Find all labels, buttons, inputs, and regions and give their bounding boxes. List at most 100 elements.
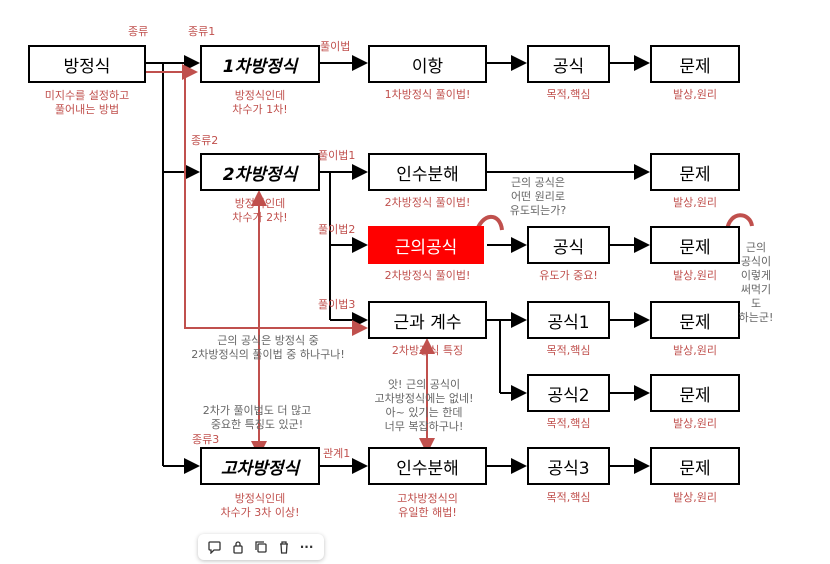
note-fact-b-desc-2: 유일한 해법! (398, 506, 457, 519)
note-higher-desc: 방정식인데 차수가 3차 이상! (192, 492, 328, 520)
comment-add-icon[interactable] (206, 538, 224, 556)
note-quad-desc-2: 차수가 2차! (232, 211, 288, 224)
comment-root-one-of-2: 2차방정식의 풀이법 중 하나구나! (191, 348, 345, 361)
edge-label-solve2: 풀이법2 (318, 223, 356, 236)
selection-toolbar: ··· (198, 534, 324, 560)
comment-derivation-question-1: 근의 공식은 (510, 176, 566, 189)
edge-label-solve: 풀이법 (320, 40, 351, 53)
note-linear-desc: 방정식인데 차수가 1차! (200, 89, 320, 117)
formula3-label: 공식3 (547, 458, 590, 479)
note-purpose-core-2: 목적,핵심 (546, 344, 591, 357)
note-equation-desc-1: 미지수를 설정하고 (44, 89, 130, 102)
comment-derivation-question: 근의 공식은 어떤 원리로 유도되는가? (496, 176, 580, 218)
problem-label-e: 문제 (679, 385, 711, 406)
formula-label-b: 공식 (552, 237, 585, 258)
problem-node-a[interactable]: 문제 (650, 45, 740, 83)
comment-wow-3: 아~ 있기는 한데 (385, 406, 463, 419)
factorization-node-a[interactable]: 인수분해 (368, 153, 487, 191)
comment-side-5: 도 (750, 297, 762, 310)
quadratic-equation-node[interactable]: 2차방정식 (200, 153, 320, 191)
note-purpose-core-4: 목적,핵심 (546, 491, 591, 504)
edge-label-type2: 종류2 (191, 134, 219, 147)
note-idea-5: 발상,원리 (673, 417, 717, 430)
note-fact-b-desc-1: 고차방정식의 (397, 492, 458, 505)
edge-label-solve3: 풀이법3 (318, 298, 356, 311)
note-purpose-core-1: 목적,핵심 (546, 88, 591, 101)
comment-derivation-question-2: 어떤 원리로 (510, 190, 566, 203)
comment-more-2: 중요한 특징도 있군! (210, 418, 304, 431)
more-icon-glyph: ··· (299, 540, 314, 554)
problem-node-e[interactable]: 문제 (650, 374, 740, 412)
formula1-node[interactable]: 공식1 (527, 301, 610, 339)
note-linear-desc-2: 차수가 1차! (232, 103, 288, 116)
quadratic-equation-label: 2차방정식 (222, 164, 298, 185)
formula3-node[interactable]: 공식3 (527, 447, 610, 485)
note-idea-1: 발상,원리 (673, 88, 717, 101)
comment-quadratic-more: 2차가 풀이법도 더 많고 중요한 특징도 있군! (186, 404, 328, 432)
problem-label-c: 문제 (679, 237, 711, 258)
formula2-node[interactable]: 공식2 (527, 374, 610, 412)
problem-node-d[interactable]: 문제 (650, 301, 740, 339)
trash-icon[interactable] (275, 538, 293, 556)
linear-equation-node[interactable]: 1차방정식 (200, 45, 320, 83)
root-formula-label: 근의공식 (394, 237, 458, 258)
note-higher-desc-2: 차수가 3차 이상! (220, 506, 300, 519)
comment-side-2: 공식이 (740, 255, 772, 268)
comment-side-6: 하는군! (738, 311, 774, 324)
equation-node[interactable]: 방정식 (28, 45, 146, 83)
note-idea-6: 발상,원리 (673, 491, 717, 504)
comment-wow-2: 고차방정식에는 없네! (374, 392, 474, 405)
note-transpose-desc: 1차방정식 풀이법! (384, 88, 471, 101)
comment-wow-1: 앗! 근의 공식이 (387, 378, 461, 391)
higher-equation-label: 고차방정식 (220, 458, 300, 479)
linear-equation-label: 1차방정식 (222, 56, 298, 77)
note-root-formula-desc: 2차방정식 풀이법! (384, 269, 471, 282)
formula-label-a: 공식 (552, 56, 585, 77)
root-formula-node[interactable]: 근의공식 (368, 226, 484, 264)
factorization-label-a: 인수분해 (396, 164, 459, 185)
comment-side-4: 써먹기 (740, 283, 772, 296)
formula2-label: 공식2 (547, 385, 590, 406)
problem-node-c[interactable]: 문제 (650, 226, 740, 264)
note-roots-coeff-desc: 2차방정식 특징 (391, 344, 464, 357)
duplicate-icon[interactable] (252, 538, 270, 556)
note-idea-3: 발상,원리 (673, 269, 717, 282)
note-fact-b-desc: 고차방정식의 유일한 해법! (368, 492, 487, 520)
comment-side-3: 이렇게 (740, 269, 772, 282)
edge-label-type3: 종류3 (192, 433, 220, 446)
edge-label-relation1: 관계1 (323, 447, 351, 460)
note-higher-desc-1: 방정식인데 (234, 492, 286, 505)
formula-node-a[interactable]: 공식 (527, 45, 610, 83)
note-fact-a-desc: 2차방정식 풀이법! (384, 196, 471, 209)
comment-more-1: 2차가 풀이법도 더 많고 (202, 404, 312, 417)
equation-label: 방정식 (63, 56, 111, 77)
comment-higher-no-formula: 앗! 근의 공식이 고차방정식에는 없네! 아~ 있기는 한데 너무 복잡하구나… (360, 378, 488, 434)
more-icon[interactable]: ··· (298, 538, 316, 556)
note-quad-desc: 방정식인데 차수가 2차! (200, 197, 320, 225)
problem-label-f: 문제 (679, 458, 711, 479)
note-equation-desc-2: 풀어내는 방법 (54, 103, 120, 116)
note-idea-2: 발상,원리 (673, 196, 717, 209)
problem-label-b: 문제 (679, 164, 711, 185)
formula-node-b[interactable]: 공식 (527, 226, 610, 264)
problem-node-f[interactable]: 문제 (650, 447, 740, 485)
note-idea-4: 발상,원리 (673, 344, 717, 357)
problem-node-b[interactable]: 문제 (650, 153, 740, 191)
transpose-label: 이항 (411, 56, 444, 77)
note-purpose-core-3: 목적,핵심 (546, 417, 591, 430)
lock-icon[interactable] (229, 538, 247, 556)
factorization-node-b[interactable]: 인수분해 (368, 447, 487, 485)
comment-side-1: 근의 (745, 241, 767, 254)
roots-coefficients-label: 근과 계수 (393, 312, 462, 333)
transpose-node[interactable]: 이항 (368, 45, 487, 83)
roots-coefficients-node[interactable]: 근과 계수 (368, 301, 487, 339)
note-linear-desc-1: 방정식인데 (234, 89, 286, 102)
note-derivation-important: 유도가 중요! (539, 269, 598, 282)
comment-wow-4: 너무 복잡하구나! (384, 420, 464, 433)
problem-label-a: 문제 (679, 56, 711, 77)
higher-equation-node[interactable]: 고차방정식 (200, 447, 320, 485)
edge-label-solve1: 풀이법1 (318, 149, 356, 162)
comment-root-one-of-1: 근의 공식은 방정식 중 (217, 334, 319, 347)
problem-label-d: 문제 (679, 312, 711, 333)
